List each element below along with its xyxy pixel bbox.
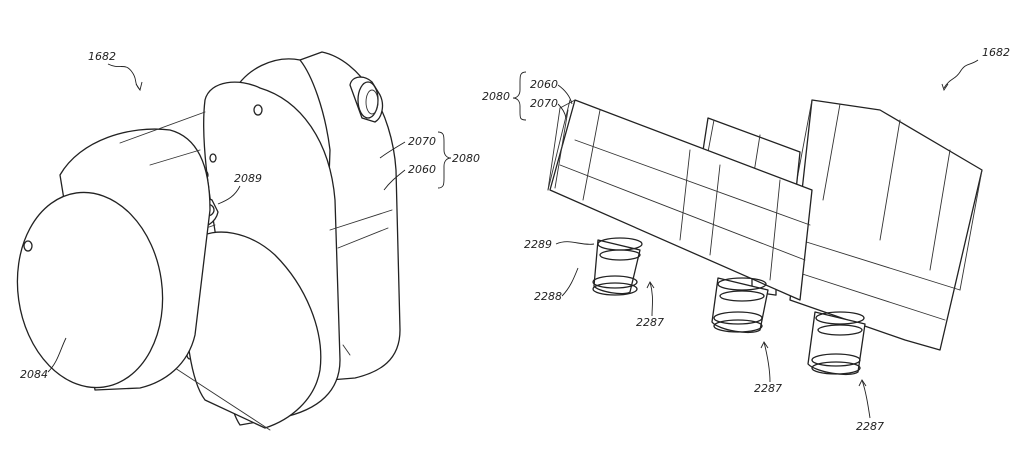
label-right-2287-c: 2287 [856,420,884,433]
label-right-1682: 1682 [982,46,1010,59]
label-left-2080: 2080 [452,152,480,165]
housing-body [174,51,401,431]
leader-left-1682 [107,63,141,91]
port-2 [711,277,769,334]
label-left-1682: 1682 [88,50,116,63]
motor-2084 [16,111,211,391]
main-plate [547,99,813,301]
label-right-2287-b: 2287 [754,382,782,395]
label-left-2089: 2089 [234,172,262,185]
label-right-2289: 2289 [524,238,552,251]
label-right-2070: 2070 [530,97,558,110]
shaft-boss [349,76,384,123]
left-labels: 1682 2070 2060 2080 2089 2084 [20,50,480,381]
port-3 [807,311,866,376]
label-right-2080: 2080 [482,90,510,103]
port-1 [592,237,643,296]
brace-right-2080 [512,71,527,121]
brace-left-2080 [437,131,452,189]
left-view: 1682 2070 2060 2080 2089 2084 [16,50,480,431]
label-right-2287-a: 2287 [636,316,664,329]
right-labels: 1682 2080 2060 2070 2289 2288 2287 2287 … [482,46,1010,433]
label-left-2060: 2060 [408,163,436,176]
right-view: 1682 2080 2060 2070 2289 2288 2287 2287 … [482,46,1010,433]
label-right-2060: 2060 [530,78,558,91]
label-left-2084: 2084 [20,368,48,381]
rear-block [789,99,983,351]
label-right-2288: 2288 [534,290,562,303]
label-left-2070: 2070 [408,135,436,148]
